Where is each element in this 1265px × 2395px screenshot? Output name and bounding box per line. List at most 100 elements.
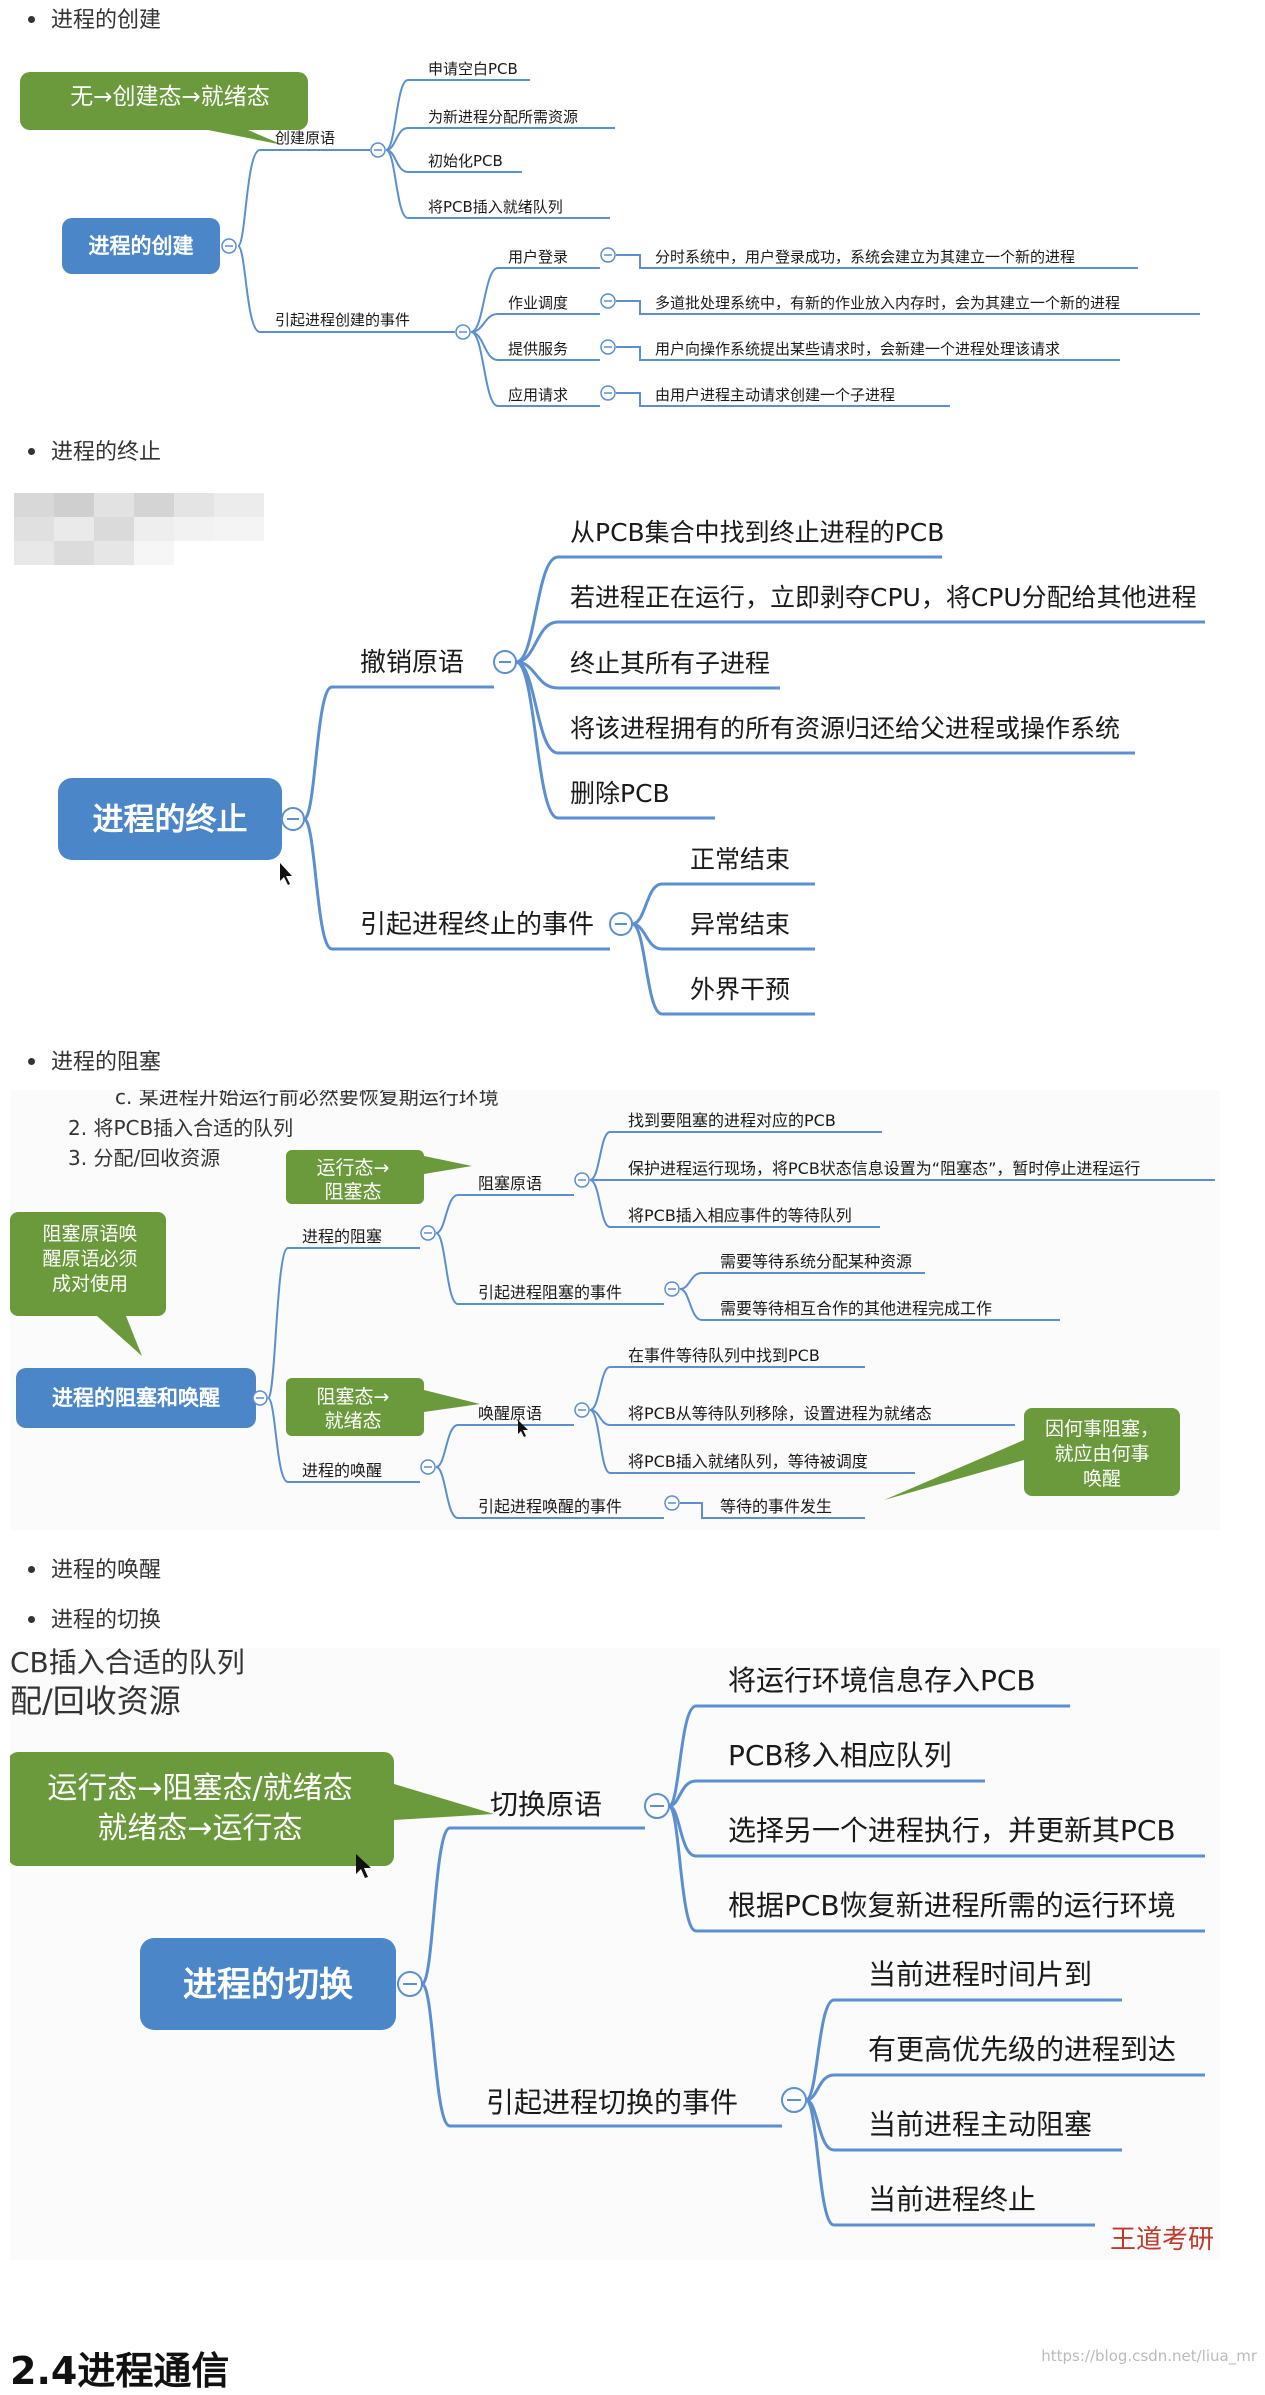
block-item: 将PCB插入相应事件的等待队列: [628, 1206, 852, 1225]
block-item: 找到要阻塞的进程对应的PCB: [628, 1111, 836, 1130]
overlay-text: 配/回收资源: [10, 1682, 181, 1720]
switch-item: 根据PCB恢复新进程所需的运行环境: [728, 1889, 1176, 1922]
create-event-label: 作业调度: [508, 294, 568, 312]
callout-text: 就应由何事: [1054, 1443, 1149, 1465]
block-callout-main: [10, 1212, 166, 1356]
switch-event: 有更高优先级的进程到达: [868, 2033, 1176, 2066]
block-item: 保护进程运行现场，将PCB状态信息设置为“阻塞态”，暂时停止进程运行: [628, 1159, 1140, 1178]
terminate-event: 外界干预: [690, 975, 790, 1004]
bullet-label: 进程的唤醒: [51, 1558, 162, 1583]
create-event-label: 应用请求: [508, 386, 568, 404]
switch-callout: [10, 1752, 494, 1866]
bullet-label: 进程的切换: [51, 1608, 162, 1633]
terminate-event: 正常结束: [690, 845, 790, 874]
cursor-icon: [356, 1854, 371, 1878]
create-event-label: 提供服务: [508, 340, 568, 358]
terminate-item: 终止其所有子进程: [570, 649, 770, 678]
bullet-dot: [28, 16, 35, 23]
wake-branch-label: 进程的唤醒: [302, 1461, 382, 1480]
switch-root-text: 进程的切换: [183, 1965, 353, 2005]
wake-event-label: 引起进程唤醒的事件: [478, 1497, 622, 1516]
terminate-branch1-label: 撤销原语: [360, 648, 464, 678]
bullet-dot: [28, 448, 35, 455]
wake-item: 等待的事件发生: [720, 1497, 832, 1516]
overlay-text: 3. 分配/回收资源: [68, 1146, 220, 1170]
switch-event: 当前进程终止: [868, 2183, 1036, 2216]
callout-text: 成对使用: [52, 1273, 128, 1295]
callout-text: 醒原语必须: [42, 1248, 137, 1270]
overlay-text: CB插入合适的队列: [10, 1648, 245, 1679]
callout-text: 运行态→阻塞态/就绪态: [47, 1771, 352, 1806]
bullet-dot: [28, 1058, 35, 1065]
callout-text: 运行态→: [317, 1157, 390, 1179]
switch-item: PCB移入相应队列: [728, 1739, 952, 1772]
create-item: 为新进程分配所需资源: [428, 108, 578, 126]
bullet-label: 进程的创建: [51, 8, 162, 33]
section-title: 2.4进程通信: [10, 2349, 230, 2393]
bullet-dot: [28, 1566, 35, 1573]
switch-branch2-label: 引起进程切换的事件: [486, 2086, 738, 2119]
callout-text: 唤醒: [1083, 1468, 1121, 1490]
switch-item: 选择另一个进程执行，并更新其PCB: [728, 1814, 1176, 1847]
create-root-text: 进程的创建: [89, 234, 194, 258]
cursor-icon: [280, 863, 292, 885]
block-branch-label: 进程的阻塞: [302, 1227, 382, 1246]
bullet-label: 进程的终止: [51, 440, 162, 465]
brand-logo: 王道考研: [1110, 2225, 1214, 2255]
cursor-icon: [518, 1420, 528, 1437]
bullet-terminate: 进程的终止: [28, 438, 161, 468]
callout-text: 阻塞原语唤: [42, 1223, 137, 1245]
create-mindmap: 无→创建态→就绪态 进程的创建 创建原语 引起进程创建的事件 申请空白PCB 为…: [10, 50, 1220, 420]
block-callout-block: [286, 1150, 472, 1204]
callout-text: 因何事阻塞，: [1045, 1418, 1159, 1440]
block-item: 需要等待相互合作的其他进程完成工作: [720, 1299, 992, 1318]
block-root: [16, 1368, 256, 1428]
create-item: 初始化PCB: [428, 152, 503, 170]
block-root-text: 进程的阻塞和唤醒: [52, 1386, 220, 1410]
bullet-create: 进程的创建: [28, 6, 161, 36]
terminate-root: [58, 778, 282, 860]
terminate-item: 将该进程拥有的所有资源归还给父进程或操作系统: [570, 714, 1120, 743]
switch-root: [140, 1938, 396, 2030]
block-prim-label: 阻塞原语: [478, 1174, 542, 1193]
switch-branch1-label: 切换原语: [490, 1788, 602, 1821]
terminate-event: 异常结束: [690, 910, 790, 939]
overlay-text: 2. 将PCB插入合适的队列: [68, 1116, 293, 1140]
block-event-label: 引起进程阻塞的事件: [478, 1283, 622, 1302]
callout-text: 阻塞态→: [317, 1386, 390, 1408]
wake-item: 将PCB插入就绪队列，等待被调度: [628, 1452, 868, 1471]
block-callout-right: [884, 1408, 1180, 1500]
terminate-item: 从PCB集合中找到终止进程的PCB: [570, 518, 944, 547]
block-item: 需要等待系统分配某种资源: [720, 1252, 912, 1271]
create-event-desc: 多道批处理系统中，有新的作业放入内存时，会为其建立一个新的进程: [655, 294, 1120, 312]
create-event-desc: 由用户进程主动请求创建一个子进程: [655, 386, 895, 404]
terminate-mindmap: 进程的终止 撤销原语 引起进程终止的事件 从PCB集合中找到终止进程的PCB 若…: [10, 505, 1225, 1035]
overlay-text: c. 某进程开始运行前必然要恢复期运行环境: [115, 1090, 499, 1109]
switch-item: 将运行环境信息存入PCB: [728, 1664, 1036, 1697]
block-callout-wake: [286, 1378, 480, 1436]
wake-prim-label: 唤醒原语: [478, 1404, 542, 1423]
bullet-dot: [28, 1616, 35, 1623]
create-item: 申请空白PCB: [428, 60, 518, 78]
create-root: [62, 218, 220, 274]
create-item: 将PCB插入就绪队列: [428, 198, 563, 216]
block-wake-mindmap: c. 某进程开始运行前必然要恢复期运行环境 2. 将PCB插入合适的队列 3. …: [10, 1090, 1220, 1530]
switch-mindmap: CB插入合适的队列 配/回收资源 运行态→阻塞态/就绪态 就绪态→运行态 进程的…: [10, 1648, 1220, 2260]
create-event-desc: 用户向操作系统提出某些请求时，会新建一个进程处理该请求: [655, 340, 1060, 358]
callout-text: 就绪态→运行态: [97, 1811, 302, 1846]
create-event-desc: 分时系统中，用户登录成功，系统会建立为其建立一个新的进程: [655, 248, 1075, 266]
switch-event: 当前进程时间片到: [868, 1958, 1092, 1991]
callout-text: 就绪态: [324, 1410, 381, 1432]
bullet-block: 进程的阻塞: [28, 1048, 161, 1078]
create-callout: [20, 72, 308, 145]
bullet-label: 进程的阻塞: [51, 1050, 162, 1075]
terminate-branch2-label: 引起进程终止的事件: [360, 910, 594, 940]
bullet-switch: 进程的切换: [28, 1606, 161, 1636]
terminate-root-text: 进程的终止: [93, 802, 248, 838]
create-callout-text: 无→创建态→就绪态: [70, 84, 270, 110]
create-event-label: 用户登录: [508, 248, 568, 266]
wake-item: 在事件等待队列中找到PCB: [628, 1346, 820, 1365]
switch-event: 当前进程主动阻塞: [868, 2108, 1092, 2141]
terminate-item: 删除PCB: [570, 779, 670, 808]
wake-item: 将PCB从等待队列移除，设置进程为就绪态: [628, 1404, 932, 1423]
